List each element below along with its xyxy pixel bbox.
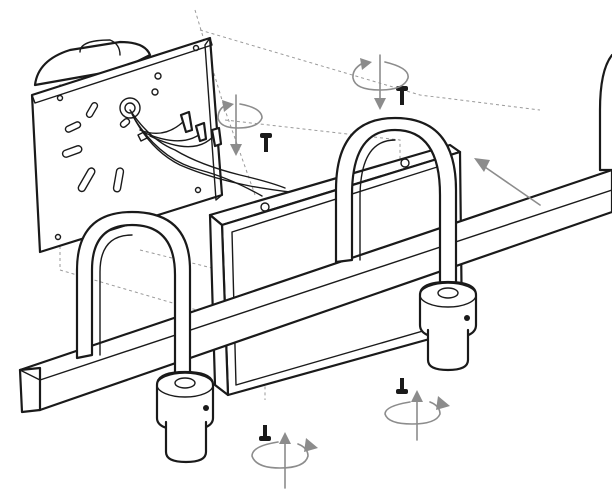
rotation-arrow-icon — [251, 432, 318, 489]
screw-icon — [396, 86, 408, 105]
rotation-arrow-icon — [352, 54, 409, 110]
screw-icon — [260, 133, 272, 152]
screw-icon — [259, 425, 271, 441]
top-screw-left — [260, 133, 272, 152]
rotation-arrow-icon — [217, 94, 263, 156]
right-arm — [334, 116, 458, 292]
left-socket — [155, 370, 215, 464]
wire-connector-icon — [179, 110, 194, 134]
right-socket — [418, 280, 478, 372]
screw-icon — [396, 378, 408, 394]
crossbar — [18, 168, 612, 414]
left-arm — [75, 210, 192, 382]
top-screw-right — [396, 86, 408, 105]
direction-arrow-icon — [474, 158, 541, 206]
wire-connector-icon — [210, 126, 223, 148]
mounting-plate — [30, 36, 224, 254]
rotation-arrow-icon — [384, 390, 450, 441]
wire-connector-icon — [194, 121, 208, 143]
wiring — [129, 109, 291, 197]
adjacent-fixture — [598, 53, 612, 172]
bottom-screw-right — [396, 378, 408, 394]
bottom-screw-left — [259, 425, 271, 441]
